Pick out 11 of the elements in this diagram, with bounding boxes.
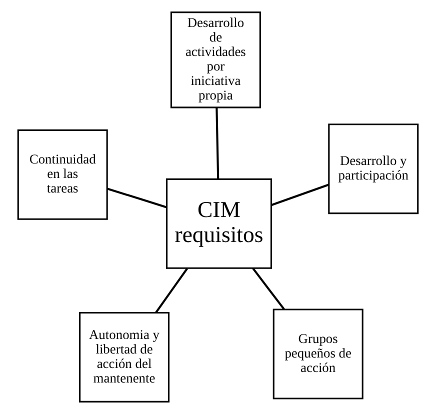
node-box: Autonomia y libertad de acción del mantenente: [79, 312, 170, 402]
connector: [216, 108, 220, 179]
connector: [107, 188, 167, 208]
node-box: Desarrollo y participación: [328, 124, 419, 214]
connector: [252, 268, 285, 310]
node-box: Desarrollo de actividades por iniciativa propia: [170, 12, 261, 108]
node-box: Grupos pequeños de acción: [272, 308, 364, 400]
node-box: Continuidad en las tareas: [17, 129, 108, 220]
node-box: CIM requisitos: [166, 178, 272, 269]
connector: [155, 268, 188, 314]
connector: [270, 184, 330, 206]
